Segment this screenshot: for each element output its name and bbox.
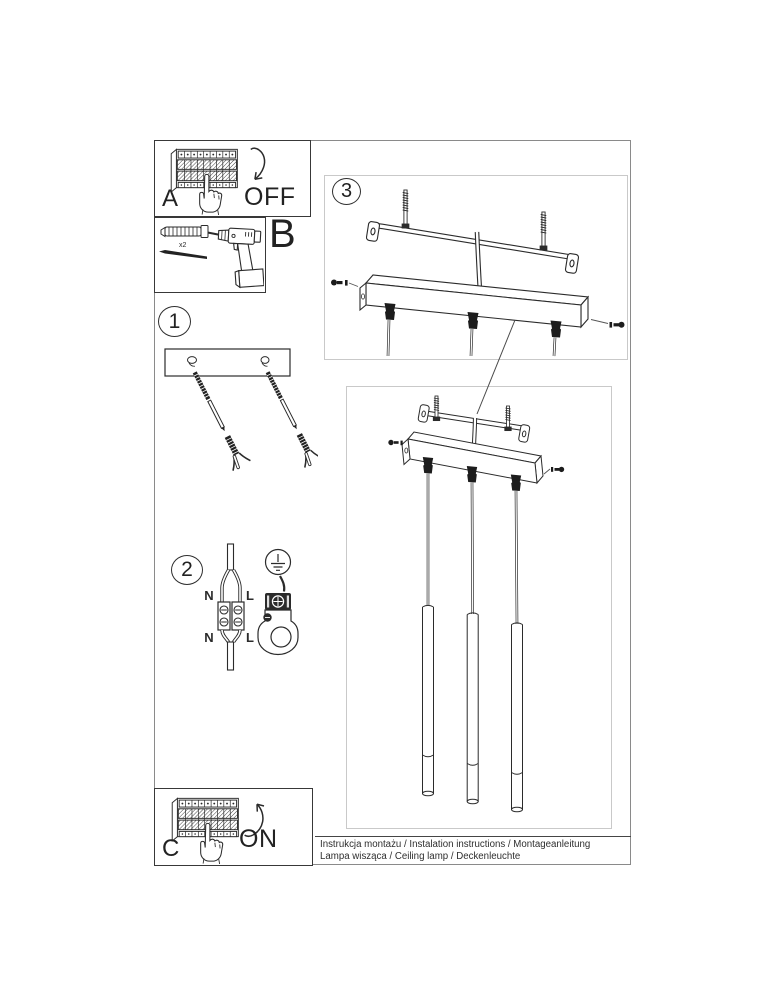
- ground-terminal-icon: [265, 593, 291, 610]
- panel-b-tools: x2: [154, 217, 266, 293]
- circuit-breaker-on-drawing: [171, 797, 265, 864]
- side-screw-icon: [543, 466, 565, 475]
- drill-hole: [260, 356, 270, 364]
- mounting-bracket-drawing: [365, 221, 580, 274]
- panel-c-breaker-on: C ON: [154, 788, 313, 866]
- tools-drawing: x2: [159, 225, 264, 289]
- anchor-screw-icon: [192, 371, 251, 471]
- suspension-cables: [426, 473, 519, 625]
- drill-hole: [187, 356, 197, 364]
- detail-leader-line: [476, 319, 516, 415]
- anchor-screw-icon: [265, 371, 318, 468]
- pendant-tube-icon: [511, 622, 523, 813]
- assembled-lamp-panel: [346, 386, 612, 829]
- step-1-badge: 1: [158, 306, 191, 337]
- footer-line-1: Instrukcja montażu / Instalation instruc…: [320, 839, 591, 850]
- on-arrow-icon: [244, 803, 265, 837]
- canopy-drawing: [401, 431, 544, 485]
- footer-caption: Instrukcja montażu / Instalation instruc…: [315, 836, 631, 865]
- terminal-block-drawing: [217, 543, 245, 671]
- pendant-wires: [386, 319, 557, 357]
- live-label-bottom: L: [246, 630, 254, 645]
- panel-b-label: B: [269, 212, 296, 256]
- center-rod: [471, 417, 478, 448]
- live-label-top: L: [246, 588, 254, 603]
- power-drill-icon: [207, 227, 264, 289]
- wiring-drawing: N L N L: [204, 543, 299, 671]
- canopy-drawing: [359, 274, 590, 329]
- threaded-screw-icon: [504, 405, 512, 432]
- off-arrow-icon: [250, 147, 266, 181]
- side-screw-icon: [331, 279, 359, 287]
- dowel-quantity-label: x2: [179, 242, 187, 249]
- breaker-on-label: ON: [239, 825, 278, 853]
- ground-clamp-icon: [257, 609, 299, 656]
- ground-wire: [279, 575, 286, 592]
- ceiling-anchors-drawing: [164, 348, 318, 471]
- neutral-label-bottom: N: [204, 630, 213, 645]
- step-3-panel: 3: [324, 175, 628, 360]
- wall-plug-icon: [160, 225, 209, 238]
- step-2-badge: 2: [171, 555, 203, 585]
- outer-frame: [154, 140, 631, 865]
- neutral-label-top: N: [204, 588, 213, 603]
- pendant-tube-icon: [422, 604, 434, 797]
- pendant-lamp-drawing: [388, 395, 565, 813]
- panel-a-label: A: [162, 185, 179, 212]
- drill-bit-icon: [159, 250, 207, 259]
- threaded-screw-icon: [539, 211, 548, 251]
- earth-symbol-icon: [264, 548, 292, 576]
- panel-c-label: C: [162, 835, 180, 862]
- side-screw-icon: [590, 319, 625, 328]
- threaded-screw-icon: [432, 395, 441, 422]
- cord-grip-icon: [422, 457, 522, 491]
- step-3-badge: 3: [332, 178, 361, 205]
- bracket-exploded-drawing: [331, 189, 625, 357]
- breaker-off-label: OFF: [244, 183, 296, 211]
- ceiling-strip: [164, 348, 291, 377]
- panel-a-breaker-off: A OFF: [154, 140, 311, 217]
- side-screw-icon: [388, 439, 403, 446]
- threaded-screw-icon: [401, 189, 410, 229]
- circuit-breaker-off-drawing: [170, 147, 266, 215]
- cord-grip-icon: [384, 303, 562, 338]
- footer-line-2: Lampa wisząca / Ceiling lamp / Deckenleu…: [320, 850, 521, 862]
- pendant-tube-icon: [466, 612, 479, 805]
